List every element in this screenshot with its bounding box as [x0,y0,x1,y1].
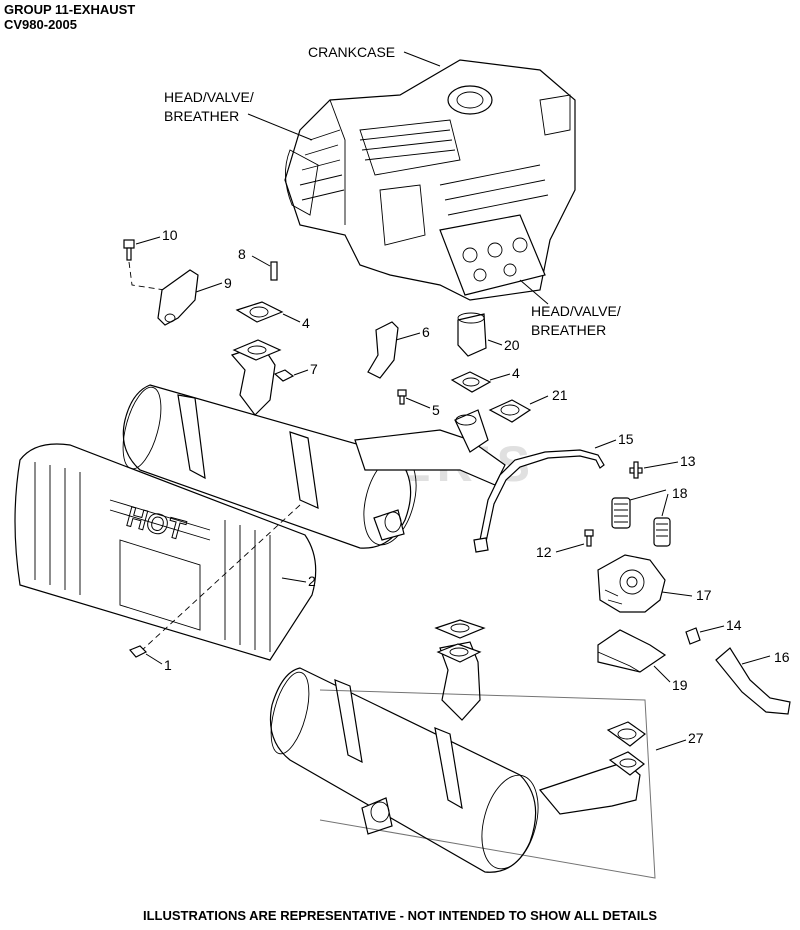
part-21-flange [488,399,532,423]
callout-27: 27 [688,730,704,746]
part-4-gasket-left [235,301,284,323]
callout-19: 19 [672,677,688,693]
callout-7: 7 [310,361,318,377]
part-6-bracket [367,321,399,379]
callout-14: 14 [726,617,742,633]
callout-4-right: 4 [512,365,520,381]
callout-2: 2 [308,573,316,589]
head-valve-breather-left-label-1: HEAD/VALVE/ [164,89,254,105]
callout-8: 8 [238,246,246,262]
callout-4-left: 4 [302,315,310,331]
callout-18: 18 [672,485,688,501]
part-14-clamp [685,627,701,645]
part-16-hose [715,647,791,715]
group-title: GROUP 11-EXHAUST [4,2,136,17]
callout-20: 20 [504,337,520,353]
part-19-bracket [597,629,667,673]
callout-13: 13 [680,453,696,469]
part-20-sleeve [457,312,487,357]
part-1-screw [128,645,148,658]
callout-1: 1 [164,657,172,673]
callout-21: 21 [552,387,568,403]
head-valve-breather-right-label-2: BREATHER [531,322,606,338]
model-title: CV980-2005 [4,17,77,32]
part-13-fitting [629,461,643,479]
callout-16: 16 [774,649,790,665]
head-valve-breather-right-label-1: HEAD/VALVE/ [531,303,621,319]
callout-6: 6 [422,324,430,340]
callout-5: 5 [432,402,440,418]
part-15-hose [473,449,605,553]
part-4-gasket-right [450,371,492,393]
footer-disclaimer: ILLUSTRATIONS ARE REPRESENTATIVE - NOT I… [143,908,657,923]
part-17-pulse-valve [597,554,666,613]
head-valve-breather-left-label-2: BREATHER [164,108,239,124]
crankcase-label: CRANKCASE [308,44,395,60]
part-7-nut [273,369,295,382]
engine-assembly [284,59,576,301]
part-18-filters [611,497,671,547]
part-12-screw [584,529,594,547]
callout-10: 10 [162,227,178,243]
part-2-heat-shield [14,443,317,661]
callout-17: 17 [696,587,712,603]
muffler-upper [122,339,506,549]
part-5-screw [397,389,407,405]
part-9-bracket [157,269,199,326]
callout-15: 15 [618,431,634,447]
part-27-muffler-lower [269,619,646,873]
callout-12: 12 [536,544,552,560]
part-10-bolt [123,239,135,261]
part-8-stud [270,261,278,281]
callout-9: 9 [224,275,232,291]
